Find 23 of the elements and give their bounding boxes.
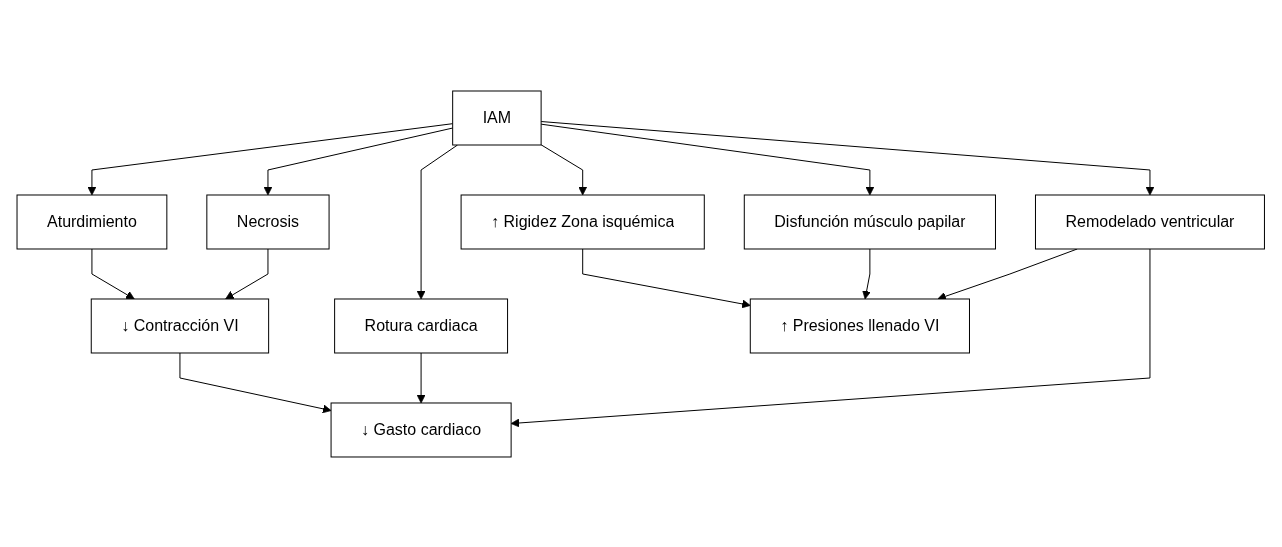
node-box: ↑ Presiones llenado VI	[750, 298, 971, 353]
arrow	[263, 127, 454, 195]
arrow	[87, 122, 454, 195]
node-box: ↓ Gasto cardiaco	[330, 402, 512, 457]
node-box: Rotura cardiaca	[334, 298, 509, 353]
node-box: ↓ Contracción VI	[91, 298, 270, 353]
node-box: Aturdimiento	[16, 194, 168, 249]
arrow	[540, 120, 1155, 195]
arrow	[862, 248, 872, 299]
arrow	[91, 248, 135, 299]
arrow	[540, 143, 588, 195]
node-box: ↑ Rigidez Zona isquémica	[460, 194, 706, 249]
arrow	[540, 123, 875, 195]
arrow	[582, 248, 751, 308]
node-box: Necrosis	[206, 194, 330, 249]
arrow	[225, 248, 269, 299]
node-box: IAM	[452, 90, 542, 145]
arrow	[179, 352, 332, 413]
node-box: Disfunción músculo papilar	[744, 194, 997, 249]
arrow	[416, 144, 459, 299]
arrow	[416, 352, 426, 403]
arrow	[511, 248, 1151, 427]
node-box: Remodelado ventricular	[1035, 194, 1266, 249]
